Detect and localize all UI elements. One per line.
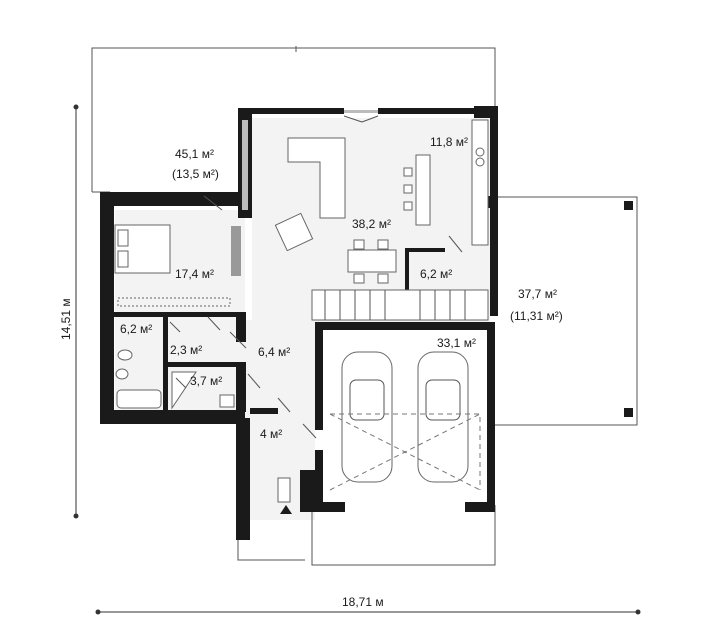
kitchen-island bbox=[415, 154, 431, 226]
door-pantry bbox=[448, 235, 463, 253]
bedroom-label: 17,4 м² bbox=[175, 267, 214, 281]
car-left bbox=[341, 351, 393, 483]
door-wc bbox=[175, 377, 187, 389]
width-dimension-label: 18,71 м bbox=[342, 595, 384, 609]
dining-table bbox=[347, 249, 397, 273]
wall-top-left bbox=[252, 108, 344, 114]
door-bedroom-terrace bbox=[203, 195, 223, 211]
wall-wc-top bbox=[168, 362, 236, 367]
wall-garage-bottom-right bbox=[465, 502, 495, 512]
carport-area-label: 37,7 м² bbox=[518, 287, 557, 301]
wall-pantry-top bbox=[405, 248, 445, 252]
stool-1 bbox=[403, 167, 413, 177]
wall-bedroom-top bbox=[100, 192, 240, 206]
carport-post-top bbox=[624, 201, 633, 210]
wall-bedroom-left bbox=[100, 192, 114, 424]
car-right bbox=[417, 351, 469, 483]
wall-garage-right bbox=[487, 322, 495, 512]
wc-label: 3,7 м² bbox=[190, 374, 222, 388]
door-entrance bbox=[277, 477, 291, 503]
vestibule-label: 4 м² bbox=[260, 427, 282, 441]
stool-3 bbox=[403, 201, 413, 211]
dimension-height: 14,51 м bbox=[59, 104, 79, 519]
wall-vestibule-right bbox=[300, 470, 315, 512]
wall-vestibule-top bbox=[250, 408, 278, 414]
pillow-2 bbox=[117, 250, 129, 268]
door-closet bbox=[207, 316, 221, 331]
terrace-top-outline bbox=[91, 47, 496, 192]
door-hall bbox=[247, 373, 261, 389]
wall-bath-divider bbox=[163, 317, 168, 410]
wall-bedroom-right bbox=[236, 312, 246, 342]
toilet bbox=[115, 368, 129, 380]
closet-rail bbox=[117, 297, 231, 307]
garage-label: 33,1 м² bbox=[437, 336, 476, 350]
wall-vestibule-left bbox=[236, 418, 250, 540]
carport-sub-label: (11,31 м²) bbox=[510, 309, 563, 323]
wall-top-right bbox=[378, 108, 474, 114]
stove-burner-2 bbox=[475, 157, 485, 167]
pillow-1 bbox=[117, 229, 129, 247]
terrace-top-sub-label: (13,5 м²) bbox=[172, 167, 219, 181]
stool-2 bbox=[403, 184, 413, 194]
wall-garage-top bbox=[315, 322, 495, 330]
wall-bath-top bbox=[114, 312, 236, 317]
chair-4 bbox=[377, 273, 389, 284]
driveway-outline bbox=[311, 505, 496, 566]
window-living-left bbox=[242, 120, 248, 210]
terrace-top-area-label: 45,1 м² bbox=[175, 147, 214, 161]
door-wardrobe bbox=[169, 321, 181, 333]
door-terrace-left bbox=[343, 115, 363, 123]
living-label: 38,2 м² bbox=[352, 217, 391, 231]
door-garage bbox=[302, 423, 317, 439]
window-bedroom-right bbox=[231, 226, 241, 276]
kitchen-label: 11,8 м² bbox=[430, 135, 468, 149]
shower bbox=[171, 371, 197, 410]
wc-sink bbox=[219, 394, 235, 408]
chair-1 bbox=[353, 239, 365, 250]
bathtub bbox=[116, 389, 162, 409]
chair-2 bbox=[377, 239, 389, 250]
hall-label: 6,4 м² bbox=[258, 345, 290, 359]
bathroom-label: 6,2 м² bbox=[120, 322, 152, 336]
sink bbox=[117, 349, 133, 361]
chair-3 bbox=[353, 273, 365, 284]
wall-pantry-left bbox=[405, 248, 409, 320]
wall-right bbox=[490, 106, 498, 316]
staircase bbox=[311, 289, 489, 321]
pantry-label: 6,2 м² bbox=[420, 267, 452, 281]
door-vestibule bbox=[277, 397, 291, 413]
sofa bbox=[287, 137, 346, 219]
wardrobe-label: 2,3 м² bbox=[170, 343, 202, 357]
wall-garage-left bbox=[315, 322, 323, 430]
door-bedroom bbox=[229, 331, 247, 349]
wall-garage-left-lower bbox=[315, 450, 323, 510]
dimension-width: 18,71 м bbox=[95, 595, 641, 615]
entrance-arrow-icon bbox=[280, 505, 292, 514]
door-terrace-right bbox=[361, 115, 379, 123]
height-dimension-label: 14,51 м bbox=[59, 298, 73, 340]
stove-burner bbox=[475, 147, 485, 157]
window-top bbox=[344, 110, 378, 113]
armchair bbox=[274, 212, 314, 252]
garage-door-swing bbox=[329, 413, 481, 491]
wall-bedroom-bottom bbox=[100, 410, 245, 424]
carport-outline bbox=[495, 196, 638, 426]
kitchen-counter bbox=[471, 119, 489, 246]
carport-post-bottom bbox=[624, 408, 633, 417]
wall-bedroom-right-lower bbox=[236, 362, 246, 412]
wall-garage-bottom-left bbox=[315, 502, 345, 512]
